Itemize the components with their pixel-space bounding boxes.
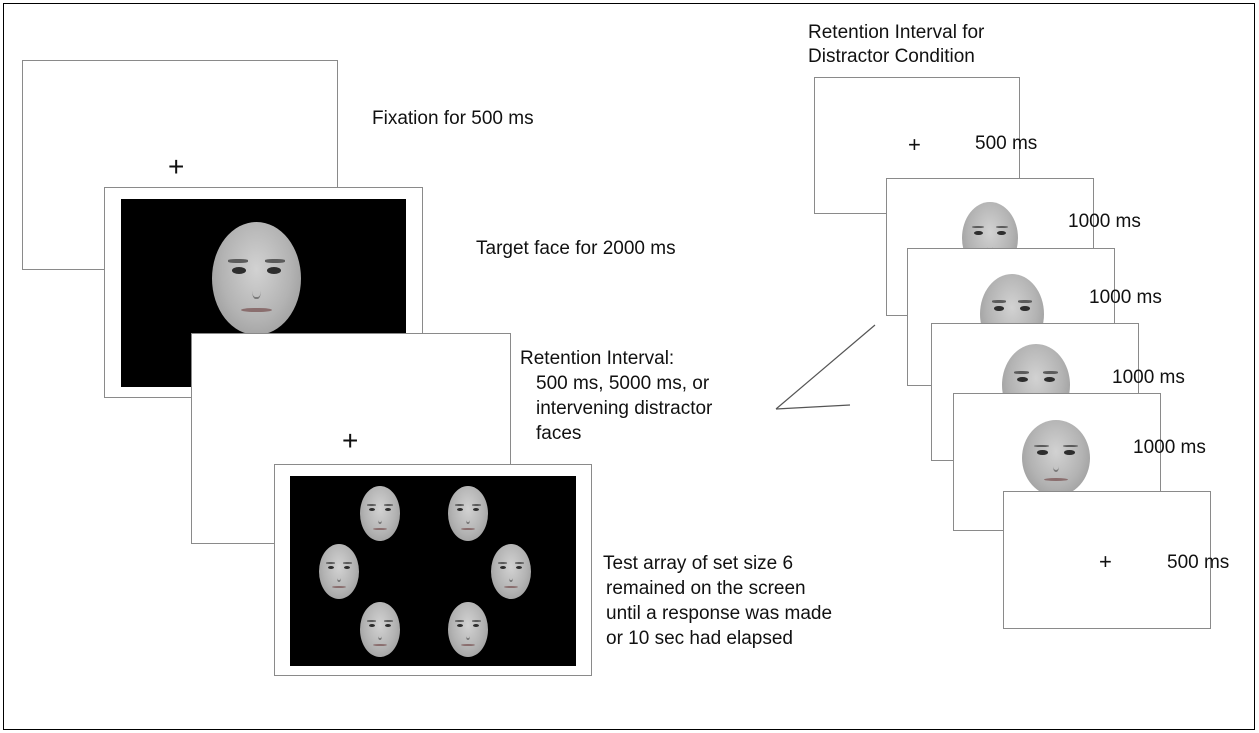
distractor-face [962, 202, 1018, 249]
retention-label-line-3: intervening distractor [536, 398, 713, 419]
fixation-label: Fixation for 500 ms [372, 108, 534, 129]
distractor-title-line-1: Retention Interval for [808, 22, 985, 43]
distractor-face [1002, 344, 1070, 395]
duration-label: 1000 ms [1068, 211, 1141, 232]
test-face [491, 544, 531, 599]
retention-label-line-2: 500 ms, 5000 ms, or [536, 373, 710, 394]
fixation-cross: + [168, 151, 185, 182]
test-array-label-line-4: or 10 sec had elapsed [606, 628, 793, 649]
test-face [360, 602, 400, 657]
test-face [448, 602, 488, 657]
figure-frame [3, 3, 1255, 730]
duration-label: 1000 ms [1112, 367, 1185, 388]
duration-label: 500 ms [975, 133, 1038, 154]
duration-label: 1000 ms [1133, 437, 1206, 458]
duration-label: 500 ms [1167, 552, 1230, 573]
duration-label: 1000 ms [1089, 287, 1162, 308]
distractor-fixation-cross-2: + [1099, 549, 1112, 574]
distractor-fixation-screen-2 [1003, 491, 1211, 629]
test-array-background [290, 476, 576, 666]
target-face-image [212, 222, 301, 335]
distractor-face [1022, 420, 1090, 492]
distractor-fixation-cross-1: + [908, 132, 921, 157]
test-array-label-line-2: remained on the screen [606, 578, 806, 599]
retention-label-line-4: faces [536, 423, 582, 444]
test-face [360, 486, 400, 541]
retention-label-line-1: Retention Interval: [520, 348, 675, 369]
retention-fixation-cross: + [342, 425, 359, 456]
test-array-label-line-1: Test array of set size 6 [603, 553, 794, 574]
distractor-face [980, 274, 1044, 324]
test-array-screen [274, 464, 592, 676]
distractor-title-line-2: Distractor Condition [808, 46, 975, 67]
target-face-label: Target face for 2000 ms [476, 238, 676, 259]
test-array-label-line-3: until a response was made [606, 603, 833, 624]
test-face [448, 486, 488, 541]
test-face [319, 544, 359, 599]
